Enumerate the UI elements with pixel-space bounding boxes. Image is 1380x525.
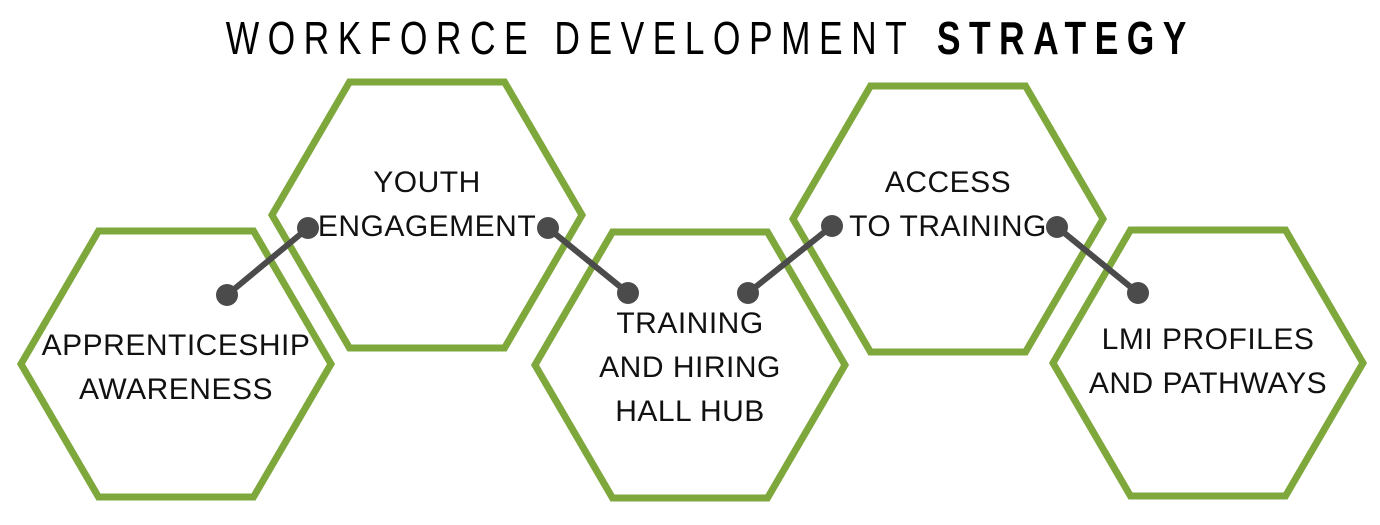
connector-line [224, 225, 311, 298]
connector-dot [297, 217, 319, 239]
connector-access-to-lmi [1046, 216, 1149, 304]
label-line: YOUTH [373, 166, 481, 199]
hexagon-youth-engagement [267, 78, 587, 352]
label-line: AWARENESS [79, 373, 273, 406]
diagram-title-text: WORKFORCE DEVELOPMENT STRATEGY [225, 8, 1194, 68]
connector-dot [1046, 216, 1068, 238]
hexagon-apprenticeship-awareness [16, 227, 336, 501]
diagram-title: WORKFORCE DEVELOPMENT STRATEGY [0, 8, 1380, 68]
connector-dot [617, 282, 639, 304]
label-line: HALL HUB [615, 395, 765, 428]
label-line: AND PATHWAYS [1088, 367, 1328, 400]
connector-dot [216, 284, 238, 306]
connector-lines [216, 215, 1149, 306]
title-regular-text: WORKFORCE DEVELOPMENT [225, 12, 915, 64]
connector-youth-to-training [537, 217, 639, 304]
connector-line [745, 223, 835, 296]
hexagon-lmi-profiles-and-pathways [1048, 226, 1368, 500]
label-line: APPRENTICESHIP [41, 329, 311, 362]
label-line: ACCESS [884, 166, 1012, 199]
connector-dot [737, 282, 759, 304]
label-line: LMI PROFILES [1101, 323, 1315, 356]
hexagon-label-access-to-training: ACCESS TO TRAINING [768, 161, 1128, 249]
hexagon-label-youth-engagement: YOUTH ENGAGEMENT [247, 161, 607, 249]
connector-line [1054, 224, 1141, 296]
hexagon-label-training-and-hiring-hall-hub: TRAINING AND HIRING HALL HUB [510, 302, 870, 434]
label-line: AND HIRING [599, 351, 781, 384]
connector-apprenticeship-to-youth [216, 217, 319, 306]
hexagon-shapes [16, 78, 1368, 502]
connector-dot [1127, 282, 1149, 304]
connector-dot [537, 217, 559, 239]
label-line: TRAINING [616, 307, 764, 340]
connector-line [545, 225, 631, 296]
hexagon-label-lmi-profiles-and-pathways: LMI PROFILES AND PATHWAYS [1028, 318, 1380, 406]
connector-dot [821, 215, 843, 237]
connector-training-to-access [737, 215, 843, 304]
hexagon-access-to-training [788, 82, 1108, 356]
label-line: TO TRAINING [849, 210, 1047, 243]
hexagon-training-and-hiring-hall-hub [530, 228, 850, 502]
label-line: ENGAGEMENT [317, 210, 537, 243]
title-bold-text: STRATEGY [936, 12, 1195, 64]
hexagon-label-apprenticeship-awareness: APPRENTICESHIP AWARENESS [0, 324, 356, 412]
